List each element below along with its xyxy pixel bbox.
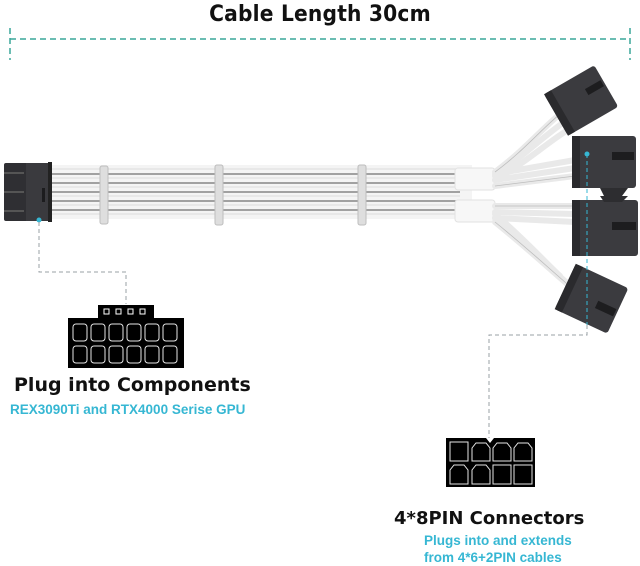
8pin-connector-3 (572, 196, 638, 256)
left-callout-subtitle: REX3090Ti and RTX4000 Serise GPU (10, 402, 246, 417)
cable-comb (214, 164, 224, 226)
12vhpwr-16pin-connector-icon (68, 305, 184, 368)
sleeved-cable-bundle (52, 164, 496, 226)
left-callout-line (38, 222, 127, 304)
cable-length-dimension (9, 28, 631, 60)
left-callout-heading: Plug into Components (14, 374, 251, 396)
8pin-pcie-connector-icon (446, 438, 535, 487)
8pin-connector-4 (554, 263, 628, 333)
16pin-connector-graphic (4, 162, 52, 223)
right-callout-heading: 4*8PIN Connectors (394, 508, 585, 529)
cable-comb (357, 164, 367, 226)
cable-length-title: Cable Length 30cm (209, 2, 431, 27)
right-callout-subtitle-line1: Plugs into and extends (424, 533, 572, 548)
8pin-connector-2 (572, 136, 636, 196)
right-callout-subtitle-line2: from 4*6+2PIN cables (424, 550, 562, 565)
8pin-connector-1 (544, 66, 618, 136)
cable-comb (99, 165, 109, 225)
right-callout-line (488, 151, 590, 438)
